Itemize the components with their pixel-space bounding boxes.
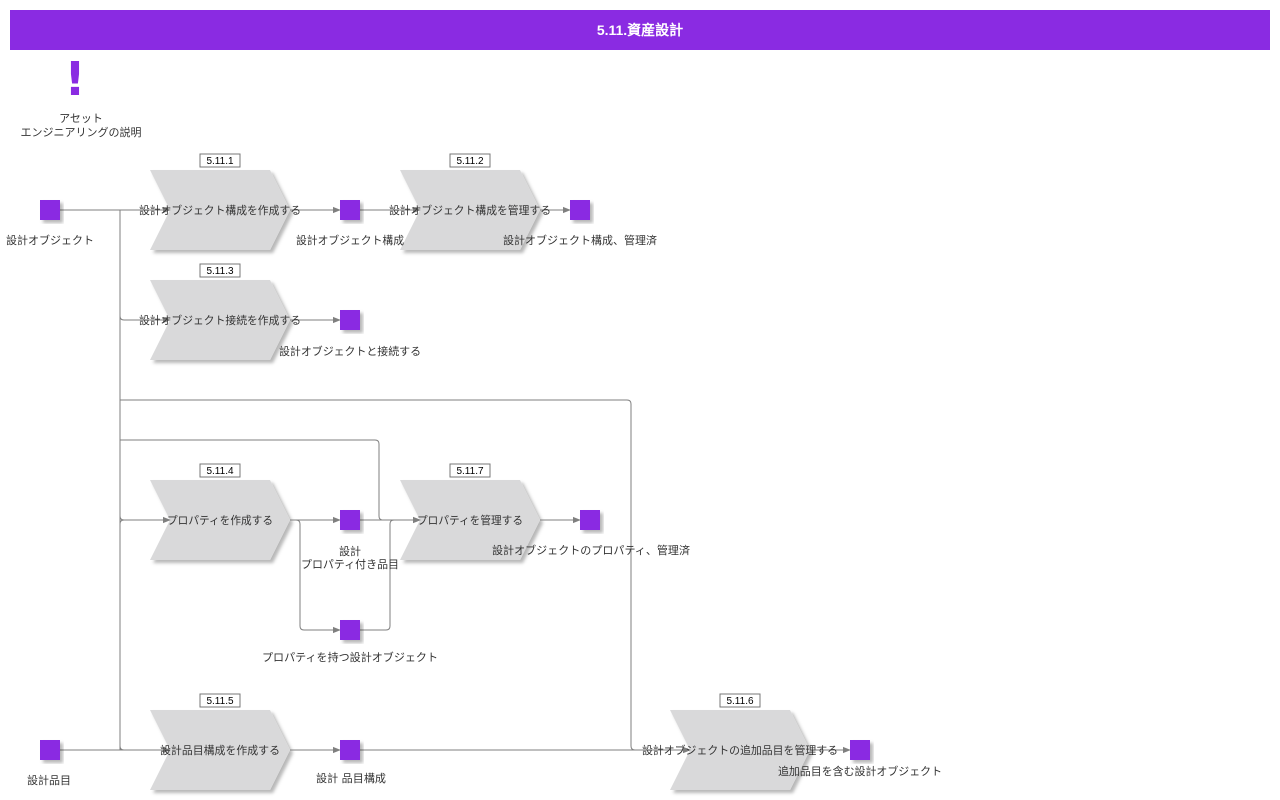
- process-id-badge-5-11-4: 5.11.4: [199, 463, 241, 478]
- object-label-object-with-additional-items: 追加品目を含む設計オブジェクト: [778, 764, 942, 778]
- object-label-design-item-with-props-line2: プロパティ付き品目: [301, 558, 399, 571]
- object-label-design-item-structure: 設計 品目構成: [316, 771, 386, 785]
- svg-text:5.11.2: 5.11.2: [456, 156, 483, 167]
- process-label-5-11-7: プロパティを管理する: [417, 513, 523, 527]
- process-5-11-1[interactable]: [150, 170, 290, 250]
- object-label-object-with-props: プロパティを持つ設計オブジェクト: [262, 650, 438, 664]
- process-5-11-5[interactable]: [150, 710, 290, 790]
- process-label-5-11-6: 設計オブジェクトの追加品目を管理する: [642, 743, 838, 757]
- process-id-badge-5-11-6: 5.11.6: [719, 693, 761, 708]
- svg-text:5.11.5: 5.11.5: [206, 696, 233, 707]
- object-label-design-object: 設計オブジェクト: [6, 233, 94, 247]
- object-node-design-item-structure[interactable]: [340, 740, 360, 760]
- object-label-design-item-with-props-line1: 設計: [339, 544, 361, 558]
- object-node-design-item-with-props[interactable]: [340, 510, 360, 530]
- svg-text:5.11.4: 5.11.4: [206, 466, 233, 477]
- info-text-line2: エンジニアリングの説明: [20, 126, 142, 139]
- object-node-design-object-structure[interactable]: [340, 200, 360, 220]
- svg-text:5.11.3: 5.11.3: [206, 266, 233, 277]
- object-node-design-object[interactable]: [40, 200, 60, 220]
- process-5-11-4[interactable]: [150, 480, 290, 560]
- object-label-connect-design-object: 設計オブジェクトと接続する: [279, 344, 421, 358]
- object-label-design-item: 設計品目: [27, 773, 71, 787]
- process-label-5-11-5: 設計品目構成を作成する: [160, 743, 280, 757]
- object-node-structure-managed[interactable]: [570, 200, 590, 220]
- object-node-object-with-additional-items[interactable]: [850, 740, 870, 760]
- object-node-object-with-props[interactable]: [340, 620, 360, 640]
- process-5-11-3[interactable]: [150, 280, 290, 360]
- process-5-11-6[interactable]: [670, 710, 810, 790]
- process-5-11-7[interactable]: [400, 480, 540, 560]
- process-5-11-2[interactable]: [400, 170, 540, 250]
- process-id-badge-5-11-7: 5.11.7: [449, 463, 491, 478]
- process-label-5-11-1: 設計オブジェクト構成を作成する: [139, 203, 301, 217]
- process-label-5-11-4: プロパティを作成する: [167, 514, 273, 527]
- process-id-badge-5-11-5: 5.11.5: [199, 693, 241, 708]
- object-label-props-managed: 設計オブジェクトのプロパティ、管理済: [492, 543, 690, 557]
- process-label-5-11-2: 設計オブジェクト構成を管理する: [389, 203, 551, 217]
- object-node-connect-design-object[interactable]: [340, 310, 360, 330]
- object-label-structure-managed: 設計オブジェクト構成、管理済: [503, 233, 657, 247]
- process-id-badge-5-11-1: 5.11.1: [199, 153, 241, 168]
- svg-text:5.11.7: 5.11.7: [456, 466, 483, 477]
- exclamation-icon: !: [64, 52, 86, 106]
- info-text-line1: アセット: [59, 112, 103, 125]
- svg-text:5.11.1: 5.11.1: [206, 156, 233, 167]
- connectors: [60, 206, 851, 754]
- object-node-design-item[interactable]: [40, 740, 60, 760]
- process-id-badge-5-11-2: 5.11.2: [449, 153, 491, 168]
- object-label-design-object-structure: 設計オブジェクト構成: [296, 233, 404, 247]
- diagram-title: 5.11.資産設計: [10, 10, 1270, 50]
- process-label-5-11-3: 設計オブジェクト接続を作成する: [139, 313, 301, 327]
- process-id-badge-5-11-3: 5.11.3: [199, 263, 241, 278]
- svg-text:5.11.6: 5.11.6: [726, 696, 753, 707]
- object-node-props-managed[interactable]: [580, 510, 600, 530]
